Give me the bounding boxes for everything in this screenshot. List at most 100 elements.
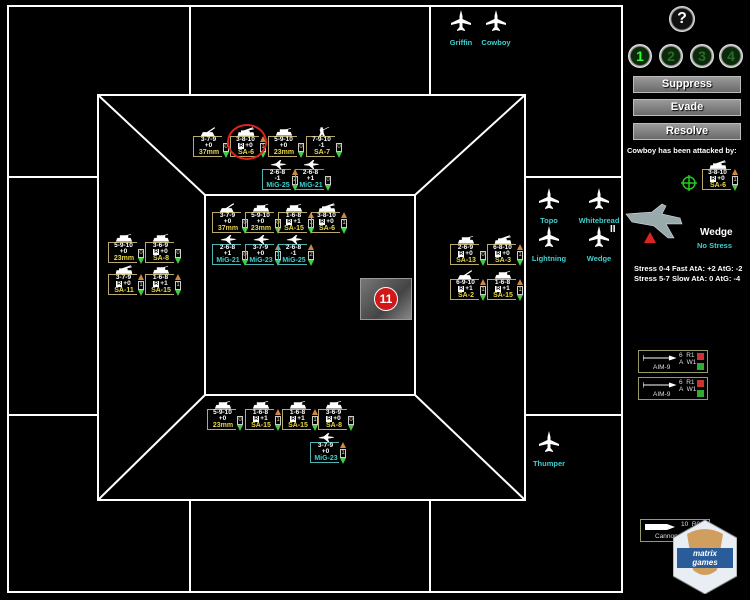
counter-value: 0 xyxy=(325,176,331,185)
counter-name: MiG-23 xyxy=(249,257,273,264)
pilot-whitebread[interactable]: Whitebread xyxy=(574,188,624,228)
turn-1-button[interactable]: 1 xyxy=(628,44,652,68)
evade-button[interactable]: Evade xyxy=(633,99,741,116)
counter-stats: 1-6-8 xyxy=(289,409,306,416)
suppress-button[interactable]: Suppress xyxy=(633,76,741,93)
counter-name: SA-11 xyxy=(114,287,134,294)
pilot-callsign: Topo xyxy=(540,216,558,225)
turn-4-button[interactable]: 4 xyxy=(719,44,743,68)
radar-badge: R xyxy=(116,281,123,287)
counter-modifier-row: R+0 xyxy=(452,250,479,257)
counter-modifier-row: +0 xyxy=(270,142,297,149)
resolve-button[interactable]: Resolve xyxy=(633,123,741,140)
counter-modifier-row: +0 xyxy=(247,250,274,257)
counter-modifier: +0 xyxy=(717,175,725,182)
pilot-cowboy[interactable]: Cowboy xyxy=(471,10,521,50)
counter-frame xyxy=(310,442,339,463)
pilot-topo[interactable]: Topo xyxy=(524,188,574,228)
increase-icon[interactable] xyxy=(697,353,704,360)
counter-name: 37mm xyxy=(217,225,239,232)
counter-modifier-row: -1 xyxy=(280,250,307,257)
target-crosshair-icon[interactable] xyxy=(681,175,697,191)
counter-frame xyxy=(318,409,347,430)
counter-stats: 1-6-8 xyxy=(152,274,169,281)
weapon-name: AIM-9 xyxy=(653,364,671,371)
counter-name: SA-13 xyxy=(456,257,476,264)
counter-modifier-row: R+0 xyxy=(320,415,347,422)
missile-icon xyxy=(643,382,677,388)
decrease-icon[interactable] xyxy=(697,363,704,370)
arrow-down-icon xyxy=(336,152,342,158)
turn-3-button[interactable]: 3 xyxy=(690,44,714,68)
counter-frame xyxy=(702,169,731,190)
radar-badge: R xyxy=(495,251,502,257)
arrow-down-icon xyxy=(517,295,523,301)
counter-stats: 3-8-10 xyxy=(317,212,336,219)
counter-frame xyxy=(450,279,479,300)
counter-name: 37mm xyxy=(198,149,220,156)
arrow-up-icon xyxy=(341,212,347,218)
sam-vehicle-icon xyxy=(152,265,170,274)
hornet-jet-icon xyxy=(589,188,609,209)
fighter-jet-icon xyxy=(220,235,237,244)
radar-badge: R xyxy=(253,416,260,422)
counter-modifier: +1 xyxy=(293,218,301,225)
counter-name: SA-15 xyxy=(288,422,308,429)
counter-modifier-row: R+1 xyxy=(284,415,311,422)
counter-modifier: +1 xyxy=(260,415,268,422)
help-button[interactable]: ? xyxy=(669,6,695,32)
sam-vehicle-icon xyxy=(709,160,727,169)
arrow-up-icon xyxy=(517,244,523,250)
increase-icon[interactable] xyxy=(697,380,704,387)
counter-modifier-row: +0 xyxy=(110,248,137,255)
target-token[interactable]: 11 xyxy=(360,278,412,320)
pilot-thumper[interactable]: Thumper xyxy=(524,431,574,471)
arrow-down-icon xyxy=(312,425,318,431)
turn-2-button[interactable]: 2 xyxy=(659,44,683,68)
sam-vehicle-icon xyxy=(457,235,475,244)
pilot-lightning[interactable]: Lightning xyxy=(524,226,574,266)
counter-frame xyxy=(145,274,174,295)
stress-fast-info: Stress 0-4 Fast AtA: +2 AtG: -2 xyxy=(634,264,743,273)
arrow-up-icon xyxy=(275,409,281,415)
decrease-icon[interactable] xyxy=(697,390,704,397)
sam-vehicle-icon xyxy=(252,400,270,409)
sam-vehicle-icon xyxy=(200,127,216,136)
pilot-griffin[interactable]: Griffin xyxy=(436,10,486,50)
weapon-stats: 6 R1 A W1 xyxy=(679,379,697,393)
counter-stats: 3-7-9 xyxy=(252,244,269,251)
pilot-stress-status: No Stress xyxy=(697,241,733,250)
arrow-down-icon xyxy=(480,295,486,301)
arrow-down-icon xyxy=(138,290,144,296)
